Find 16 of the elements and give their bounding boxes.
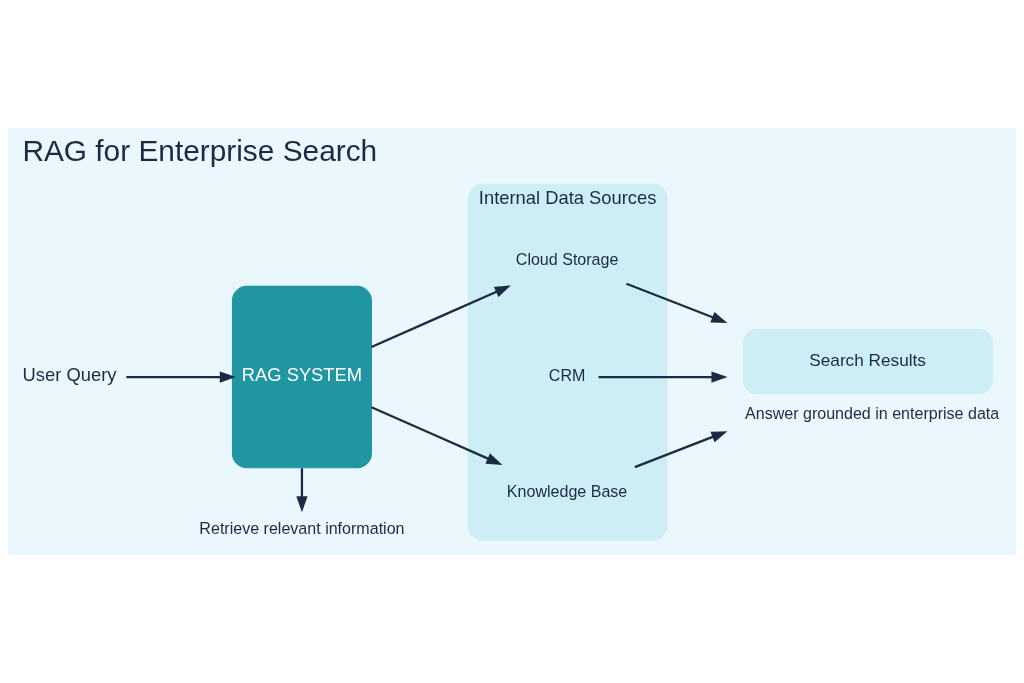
arrow bbox=[371, 285, 511, 348]
node-text: Knowledge Base bbox=[506, 482, 628, 501]
node-text: CRM bbox=[548, 366, 586, 385]
node-text: Retrieve relevant information bbox=[199, 518, 405, 537]
node-text: Cloud Storage bbox=[515, 250, 619, 269]
arrow bbox=[296, 468, 308, 513]
node-box: Search Results bbox=[742, 328, 993, 395]
arrow bbox=[634, 431, 728, 469]
arrow bbox=[626, 282, 728, 323]
node-box: RAG SYSTEM bbox=[231, 285, 372, 469]
node-label: Answer grounded in enterprise data bbox=[745, 403, 1000, 422]
diagram-title: RAG for Enterprise Search bbox=[22, 134, 378, 168]
node-text: User Query bbox=[22, 364, 117, 386]
arrow bbox=[126, 371, 236, 383]
arrow bbox=[371, 406, 503, 465]
arrow bbox=[598, 371, 728, 383]
